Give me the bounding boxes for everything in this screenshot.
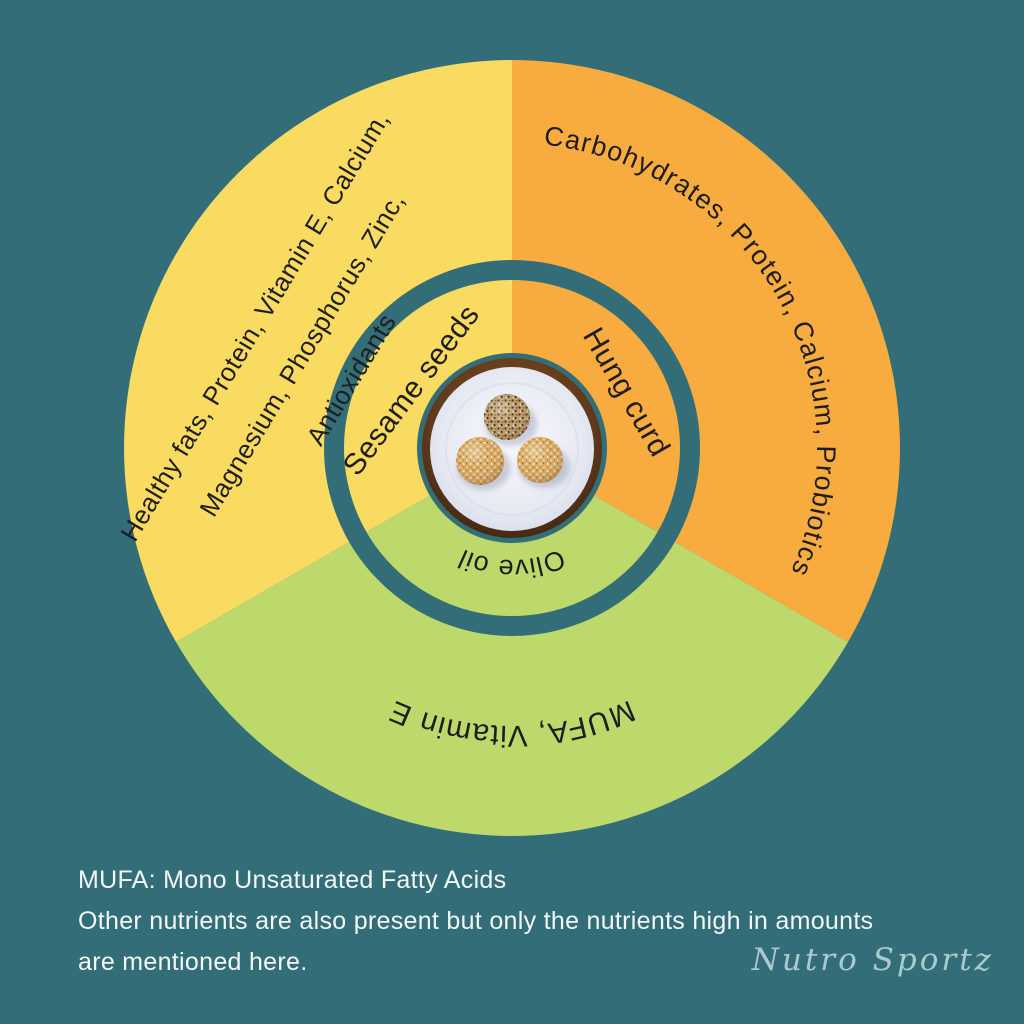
plate-inner-rim (445, 382, 579, 516)
brand-signature: Nutro Sportz (751, 942, 994, 978)
energy-ball-sesame-right (517, 437, 563, 483)
footnote: MUFA: Mono Unsaturated Fatty Acids Other… (78, 860, 873, 983)
footnote-line3: are mentioned here. (78, 948, 308, 976)
plate (430, 367, 594, 531)
energy-ball-dark-speckled (484, 394, 530, 440)
energy-ball-sesame-left (456, 437, 504, 485)
ring-divider (324, 260, 700, 636)
center-photo (417, 353, 607, 543)
footnote-line2: Other nutrients are also present but onl… (78, 907, 874, 935)
segment-olive-oil (176, 448, 848, 836)
segment-sesame-seeds (124, 60, 513, 642)
segment-hung-curd (512, 60, 900, 642)
footnote-line1: MUFA: Mono Unsaturated Fatty Acids (78, 866, 507, 894)
